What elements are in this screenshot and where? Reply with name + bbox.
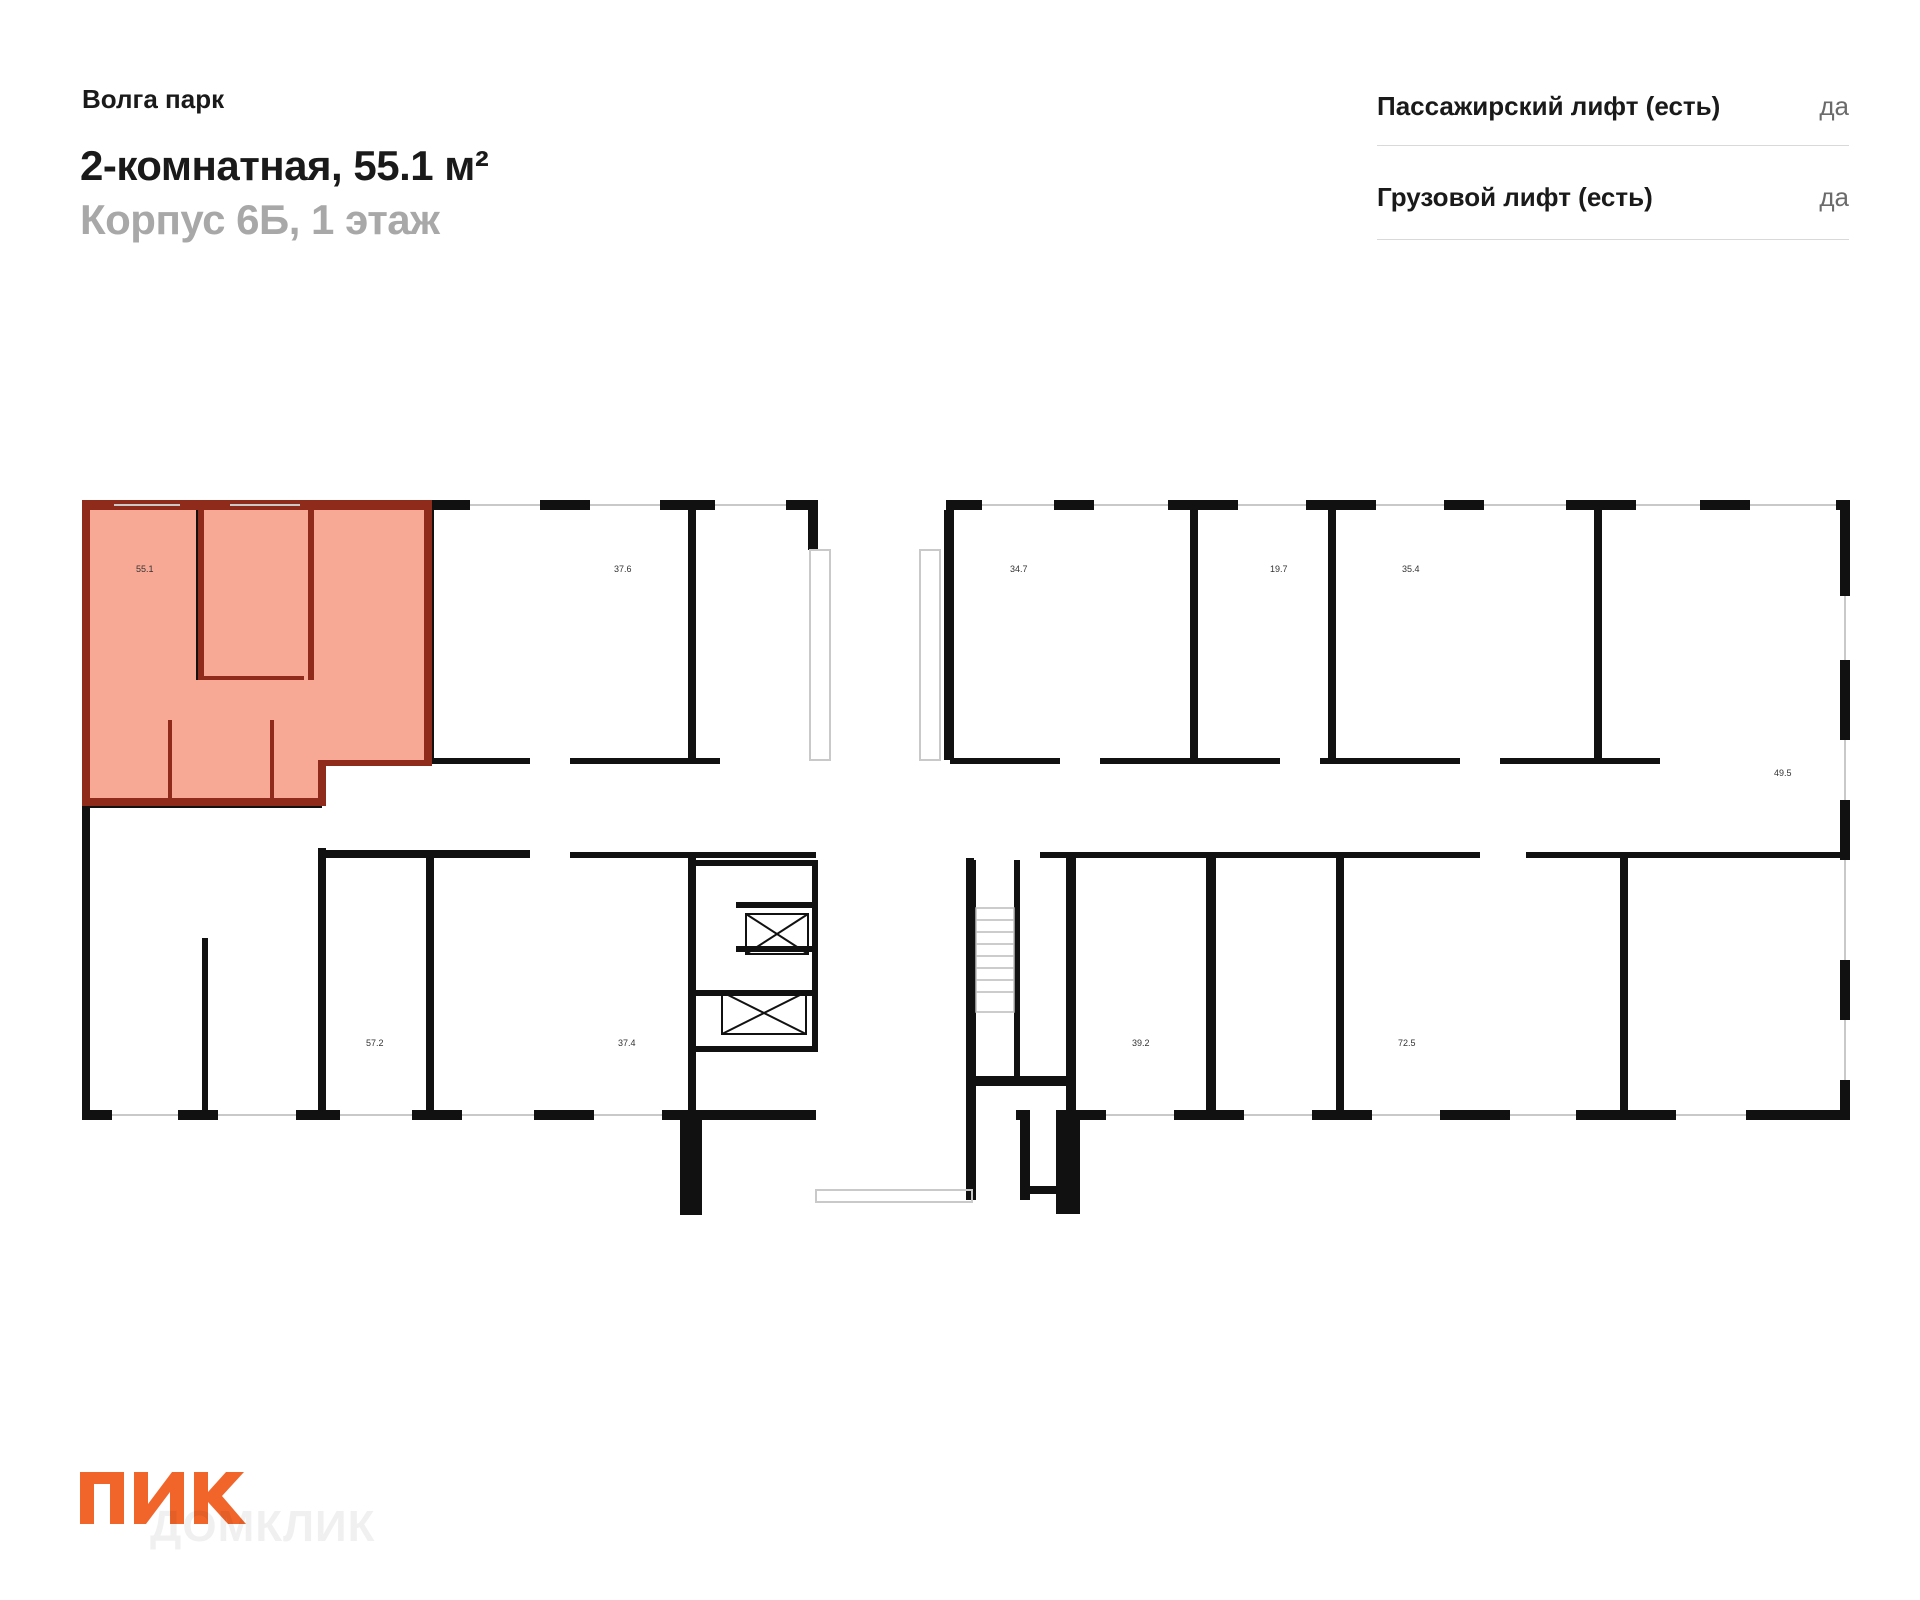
area-label: 49.5 — [1774, 768, 1792, 778]
lift-shafts — [721, 913, 809, 1035]
area-label: 55.1 — [136, 564, 154, 574]
pik-logo — [80, 1472, 246, 1524]
spec-value: да — [1819, 182, 1849, 212]
area-label: 37.6 — [614, 564, 632, 574]
apartment-title: 2-комнатная, 55.1 м² — [80, 142, 489, 189]
staircase — [975, 907, 1015, 1013]
area-label: 72.5 — [1398, 1038, 1416, 1048]
area-label: 37.4 — [618, 1038, 636, 1048]
area-label: 35.4 — [1402, 564, 1420, 574]
area-label: 19.7 — [1270, 564, 1288, 574]
highlighted-apartment[interactable] — [82, 501, 430, 803]
watermark-text: ДОМКЛИК — [150, 1502, 376, 1551]
area-label: 39.2 — [1132, 1038, 1150, 1048]
spec-value: да — [1819, 91, 1849, 121]
spec-label: Грузовой лифт (есть) — [1377, 182, 1653, 212]
spec-label: Пассажирский лифт (есть) — [1377, 91, 1721, 121]
spec-freight-lift: Грузовой лифт (есть) да — [1377, 146, 1849, 240]
project-name: Волга парк — [82, 84, 225, 114]
area-label: 34.7 — [1010, 564, 1028, 574]
spec-passenger-lift: Пассажирский лифт (есть) да — [1377, 62, 1849, 146]
area-label: 57.2 — [366, 1038, 384, 1048]
specs-list: Пассажирский лифт (есть) да Грузовой лиф… — [1377, 62, 1849, 240]
highlighted-apartment-notch — [322, 762, 430, 803]
apartment-subtitle: Корпус 6Б, 1 этаж — [80, 196, 440, 243]
windows — [112, 504, 1846, 1203]
